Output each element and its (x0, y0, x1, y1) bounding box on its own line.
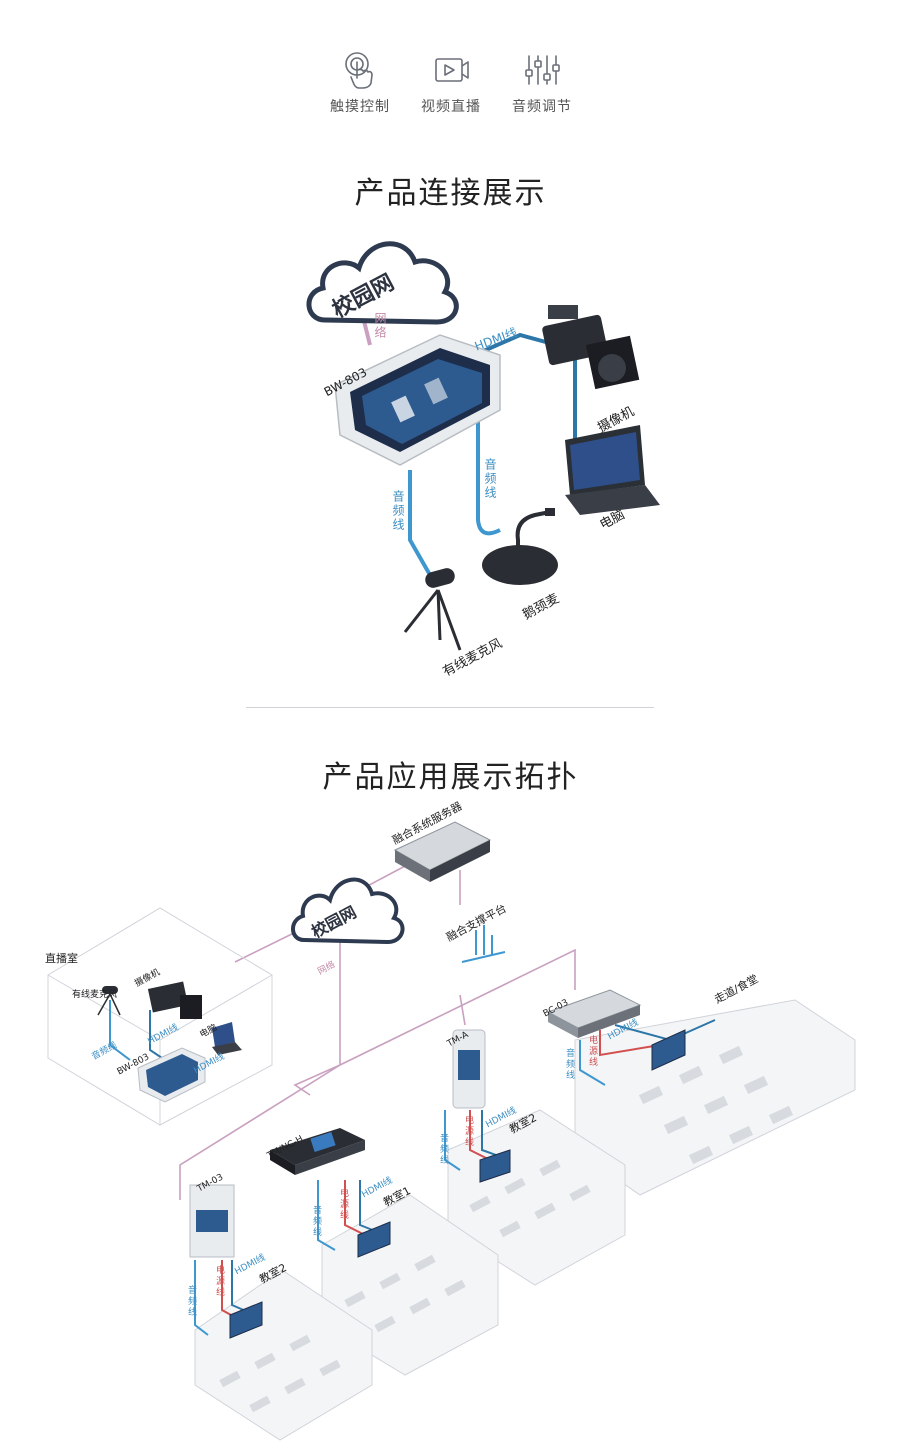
section1-title: 产品连接展示 (354, 176, 547, 211)
s2-bc-power-label: 电源线 (587, 1035, 597, 1068)
bw803-device (334, 334, 501, 466)
connection-diagram (306, 241, 660, 651)
studio-bw803 (137, 1047, 206, 1103)
s2-nch-power-label: 电源线 (338, 1188, 348, 1221)
audio-cable-1 (408, 470, 432, 576)
audio-cable-2 (476, 420, 501, 536)
section2-title: 产品应用展示拓扑 (322, 760, 579, 795)
wired-mic (403, 568, 462, 651)
s1-audio-label-2: 音频线 (483, 458, 497, 500)
tma-device (452, 1029, 486, 1109)
laptop-device (565, 425, 660, 515)
camera-device (542, 305, 640, 390)
audio-sliders-icon (525, 55, 560, 85)
studio-mic (97, 986, 121, 1016)
gooseneck-mic (482, 508, 558, 585)
s1-network-label: 网络 (373, 312, 387, 340)
section-divider (246, 707, 654, 708)
fusion-server (393, 821, 492, 882)
s2-tm03-power-label: 电源线 (214, 1265, 224, 1298)
campus-cloud (306, 241, 459, 325)
s1-audio-label-1: 音频线 (391, 490, 405, 532)
feature-video: 视频直播 (406, 50, 496, 116)
s2-bc-audio-label: 音频线 (564, 1048, 574, 1081)
tmnch-device (270, 1128, 365, 1175)
feature-touch-label: 触摸控制 (330, 99, 390, 115)
s2-nch-audio-label: 音频线 (311, 1205, 321, 1238)
s2-tm03-audio-label: 音频线 (186, 1285, 196, 1318)
studio-laptop (212, 1022, 242, 1055)
studio-camera (147, 981, 202, 1019)
s2-tma-power-label: 电源线 (463, 1115, 473, 1148)
tm03-device (189, 1184, 235, 1258)
campus-cloud-2 (291, 877, 405, 945)
touch-hand-icon (345, 52, 373, 89)
bc03-device (546, 989, 642, 1038)
room-screens (229, 1029, 686, 1339)
feature-audio-label: 音频调节 (512, 99, 572, 115)
platform-bars-icon (461, 925, 506, 963)
feature-touch: 触摸控制 (315, 50, 405, 116)
classroom-desks (219, 1159, 591, 1413)
s2-studio-label: 直播室 (45, 952, 78, 965)
s2-studio-mic-label: 有线麦克风 (72, 990, 118, 1000)
feature-audio: 音频调节 (497, 50, 587, 116)
feature-video-label: 视频直播 (421, 99, 481, 115)
video-play-icon (435, 58, 469, 82)
canteen-tables (638, 1045, 794, 1165)
s2-tma-audio-label: 音频线 (438, 1133, 448, 1166)
